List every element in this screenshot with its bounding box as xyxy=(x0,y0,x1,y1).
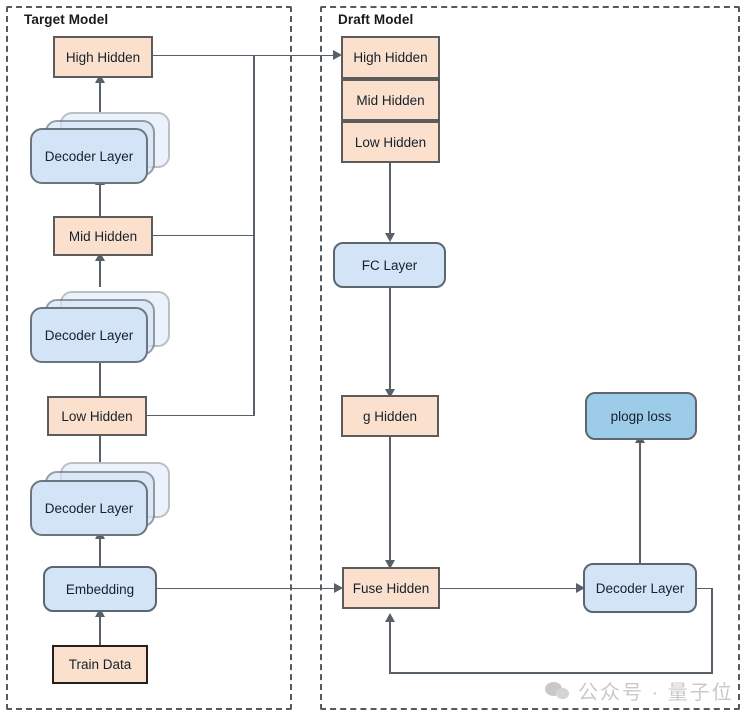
node-target-mid-hidden[interactable]: Mid Hidden xyxy=(53,216,153,256)
node-label: High Hidden xyxy=(65,49,141,65)
node-target-decoder-layer-top[interactable]: Decoder Layer xyxy=(30,112,170,184)
arrowhead-train-to-embedding xyxy=(95,608,105,617)
node-draft-decoder-layer[interactable]: Decoder Layer xyxy=(583,563,697,613)
node-label: Train Data xyxy=(68,657,132,672)
edge-mid-hidden-bus xyxy=(153,234,254,237)
draft-model-group xyxy=(320,6,740,710)
edge-high-hidden-bus xyxy=(153,54,339,57)
node-label: High Hidden xyxy=(353,50,428,65)
edge-decoder-feedback-bottom xyxy=(389,672,712,674)
node-target-embedding[interactable]: Embedding xyxy=(43,566,157,612)
node-label: Decoder Layer xyxy=(595,580,685,596)
node-label: plogp loss xyxy=(610,408,672,424)
arrowhead-g-hidden-to-fuse-hidden xyxy=(385,560,395,569)
stack-card-front: Decoder Layer xyxy=(30,307,148,363)
arrowhead-fc-layer-to-g-hidden xyxy=(385,389,395,398)
node-label: Decoder Layer xyxy=(44,327,134,343)
edge-decoder-bottom-to-low-hidden xyxy=(99,430,101,462)
watermark-text: 公众号 · 量子位 xyxy=(578,682,734,704)
arrowhead-fuse-hidden-to-decoder xyxy=(576,583,585,593)
edge-low-hidden-to-decoder-mid xyxy=(99,355,101,396)
node-target-decoder-layer-bottom[interactable]: Decoder Layer xyxy=(30,462,170,536)
node-draft-mid-hidden[interactable]: Mid Hidden xyxy=(341,79,440,121)
arrowhead-decoder-top-to-high-hidden xyxy=(95,74,105,83)
node-label: Low Hidden xyxy=(61,408,133,424)
arrowhead-embedding-to-fuse-hidden xyxy=(334,583,343,593)
node-draft-fc-layer[interactable]: FC Layer xyxy=(333,242,446,288)
node-label: Mid Hidden xyxy=(356,92,425,108)
node-draft-plogp-loss[interactable]: plogp loss xyxy=(585,392,697,440)
edge-decoder-to-plogp-loss xyxy=(639,440,641,564)
node-label: Decoder Layer xyxy=(44,500,134,516)
stack-card-front: Decoder Layer xyxy=(30,480,148,536)
edge-mid-hidden-to-decoder-top xyxy=(99,180,101,216)
stack-card-front: Decoder Layer xyxy=(30,128,148,184)
edge-draft-low-hidden-to-fc-layer xyxy=(389,163,391,236)
node-draft-fuse-hidden[interactable]: Fuse Hidden xyxy=(342,567,440,609)
node-draft-high-hidden[interactable]: High Hidden xyxy=(341,36,440,79)
wechat-logo-icon xyxy=(545,681,571,701)
node-target-train-data[interactable]: Train Data xyxy=(52,645,148,684)
node-target-low-hidden[interactable]: Low Hidden xyxy=(47,396,147,436)
edge-train-to-embedding xyxy=(99,612,101,646)
edge-decoder-top-to-high-hidden xyxy=(99,78,101,112)
node-label: Mid Hidden xyxy=(68,228,138,244)
edge-fuse-hidden-to-decoder xyxy=(440,587,582,590)
node-label: Fuse Hidden xyxy=(352,580,430,596)
edge-hidden-bus-vertical xyxy=(253,54,255,416)
node-draft-low-hidden[interactable]: Low Hidden xyxy=(341,121,440,163)
node-label: Embedding xyxy=(65,581,135,597)
edge-decoder-feedback-top xyxy=(697,587,713,590)
arrowhead-draft-low-hidden-to-fc-layer xyxy=(385,233,395,242)
node-draft-g-hidden[interactable]: g Hidden xyxy=(341,395,439,437)
arrowhead-decoder-mid-to-mid-hidden xyxy=(95,252,105,261)
node-target-high-hidden[interactable]: High Hidden xyxy=(53,36,153,78)
edge-embedding-to-decoder-bottom xyxy=(99,535,101,566)
node-label: FC Layer xyxy=(361,257,418,273)
edge-g-hidden-to-fuse-hidden xyxy=(389,437,391,563)
draft-model-title: Draft Model xyxy=(338,12,414,27)
node-label: Low Hidden xyxy=(354,134,427,150)
edge-fc-layer-to-g-hidden xyxy=(389,288,391,392)
edge-embedding-to-fuse-hidden xyxy=(156,587,340,590)
node-label: g Hidden xyxy=(362,408,418,424)
arrowhead-decoder-feedback-to-fuse-hidden xyxy=(385,613,395,622)
edge-decoder-mid-to-mid-hidden xyxy=(99,256,101,287)
wechat-bubble-small xyxy=(556,687,569,699)
target-model-title: Target Model xyxy=(24,12,109,27)
edge-decoder-feedback-right xyxy=(711,587,713,674)
target-model-group xyxy=(6,6,292,710)
node-label: Decoder Layer xyxy=(44,148,134,164)
watermark: 公众号 · 量子位 xyxy=(545,676,734,705)
edge-low-hidden-bus xyxy=(147,414,254,417)
arrowhead-bus-to-draft-high-hidden xyxy=(333,50,342,60)
node-target-decoder-layer-mid[interactable]: Decoder Layer xyxy=(30,291,170,363)
edge-decoder-feedback-left xyxy=(389,619,391,673)
